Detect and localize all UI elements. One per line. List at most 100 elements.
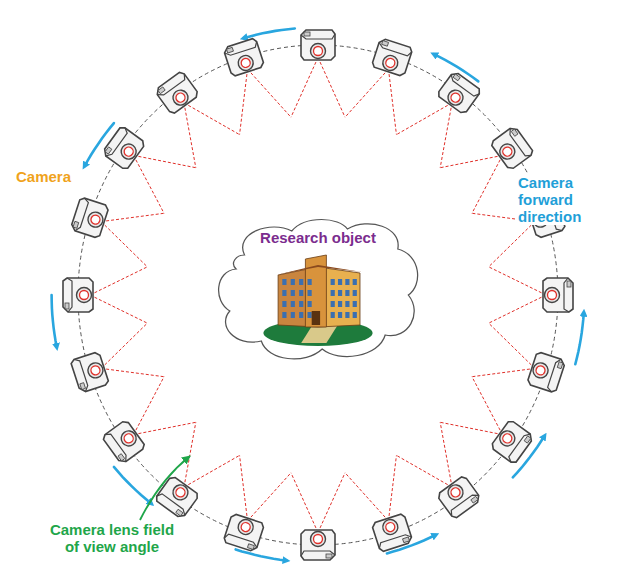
camera-icon: [223, 38, 265, 77]
camera-lens-ring: [174, 91, 187, 104]
window: [299, 312, 303, 318]
direction-arrow: [575, 313, 584, 365]
camera-body: [490, 419, 534, 464]
window: [282, 279, 286, 285]
camera-flash: [511, 129, 518, 136]
camera-edge: [378, 42, 412, 57]
fov-line: [440, 422, 452, 487]
camera-lens: [311, 44, 326, 59]
window: [291, 312, 295, 318]
window: [308, 301, 312, 307]
camera-icon: [301, 30, 335, 60]
camera-icon: [436, 71, 481, 115]
camera-edge: [224, 533, 258, 548]
camera-flash: [73, 221, 79, 228]
window: [299, 279, 303, 285]
fov-line: [240, 455, 248, 520]
fov-label: Camera lens field of view angle: [40, 521, 184, 555]
window: [345, 312, 349, 318]
camera-icon: [543, 278, 573, 312]
camera-lens-ring: [501, 432, 514, 445]
camera-body: [102, 419, 146, 464]
camera-flash: [65, 303, 69, 309]
camera-body: [154, 475, 199, 519]
fov-line: [388, 455, 396, 520]
window: [299, 301, 303, 307]
camera-body: [63, 278, 93, 312]
camera-flash: [382, 41, 389, 47]
camera-flash: [227, 47, 234, 53]
fov-line: [489, 295, 546, 323]
fov-line: [101, 323, 147, 368]
window: [282, 312, 286, 318]
camera-lens: [311, 532, 326, 547]
window: [353, 279, 357, 285]
roof: [276, 265, 362, 275]
camera-icon: [102, 125, 146, 170]
camera-lens: [545, 288, 560, 303]
window: [308, 290, 312, 296]
camera-flash: [247, 544, 254, 550]
camera-lens: [170, 87, 191, 108]
window: [282, 301, 286, 307]
fov-line: [184, 103, 240, 135]
camera-lens-ring: [240, 521, 251, 532]
camera-body: [371, 38, 413, 77]
fov-line: [240, 69, 248, 134]
fov-line: [291, 473, 318, 533]
camera-lens-ring: [174, 486, 187, 499]
cloud-node: Research object: [213, 215, 423, 365]
camera-icon: [527, 351, 566, 393]
camera-flash: [471, 496, 478, 503]
fov-line: [489, 323, 535, 368]
object-title: Research object: [213, 229, 423, 246]
fov-line: [90, 267, 147, 295]
camera-icon: [102, 419, 146, 464]
camera-lens-ring: [90, 214, 101, 225]
camera-body: [301, 30, 335, 60]
camera-lens: [236, 518, 255, 537]
direction-arrow: [236, 549, 287, 560]
camera-icon: [301, 530, 335, 560]
camera-icon: [223, 513, 265, 552]
camera-icon: [154, 71, 199, 115]
camera-lens: [86, 361, 105, 380]
camera-icon: [490, 419, 534, 464]
camera-lens-ring: [535, 365, 546, 376]
camera-lens: [497, 141, 518, 162]
fov-line: [489, 222, 535, 267]
camera-edge: [547, 358, 562, 392]
camera-edge: [378, 533, 412, 548]
window: [308, 312, 312, 318]
camera-lens-ring: [501, 145, 514, 158]
camera-lens-ring: [449, 91, 462, 104]
window: [353, 290, 357, 296]
camera-lens-ring: [385, 57, 396, 68]
camera-flash: [176, 509, 183, 516]
camera-lens-ring: [314, 47, 323, 56]
camera-lens-ring: [90, 365, 101, 376]
camera-lens: [118, 141, 139, 162]
fov-line: [248, 473, 291, 521]
field-of-view-lines: [90, 58, 546, 533]
direction-label: Camera forward direction: [516, 174, 634, 225]
window: [331, 301, 335, 307]
camera-body: [371, 513, 413, 552]
camera-body: [301, 530, 335, 560]
camera-body: [436, 475, 481, 519]
fov-line: [318, 58, 345, 118]
camera-flash: [557, 362, 563, 369]
camera-lens: [86, 210, 105, 229]
window: [338, 301, 342, 307]
fov-line: [90, 295, 147, 323]
camera-lens: [170, 482, 191, 503]
window: [299, 290, 303, 296]
camera-flash: [304, 32, 310, 36]
camera-edge: [74, 358, 89, 392]
camera-body: [70, 351, 109, 393]
camera-lens: [531, 361, 550, 380]
door: [312, 311, 320, 325]
window: [331, 290, 335, 296]
camera-icon: [70, 197, 109, 239]
camera-icon: [63, 278, 93, 312]
